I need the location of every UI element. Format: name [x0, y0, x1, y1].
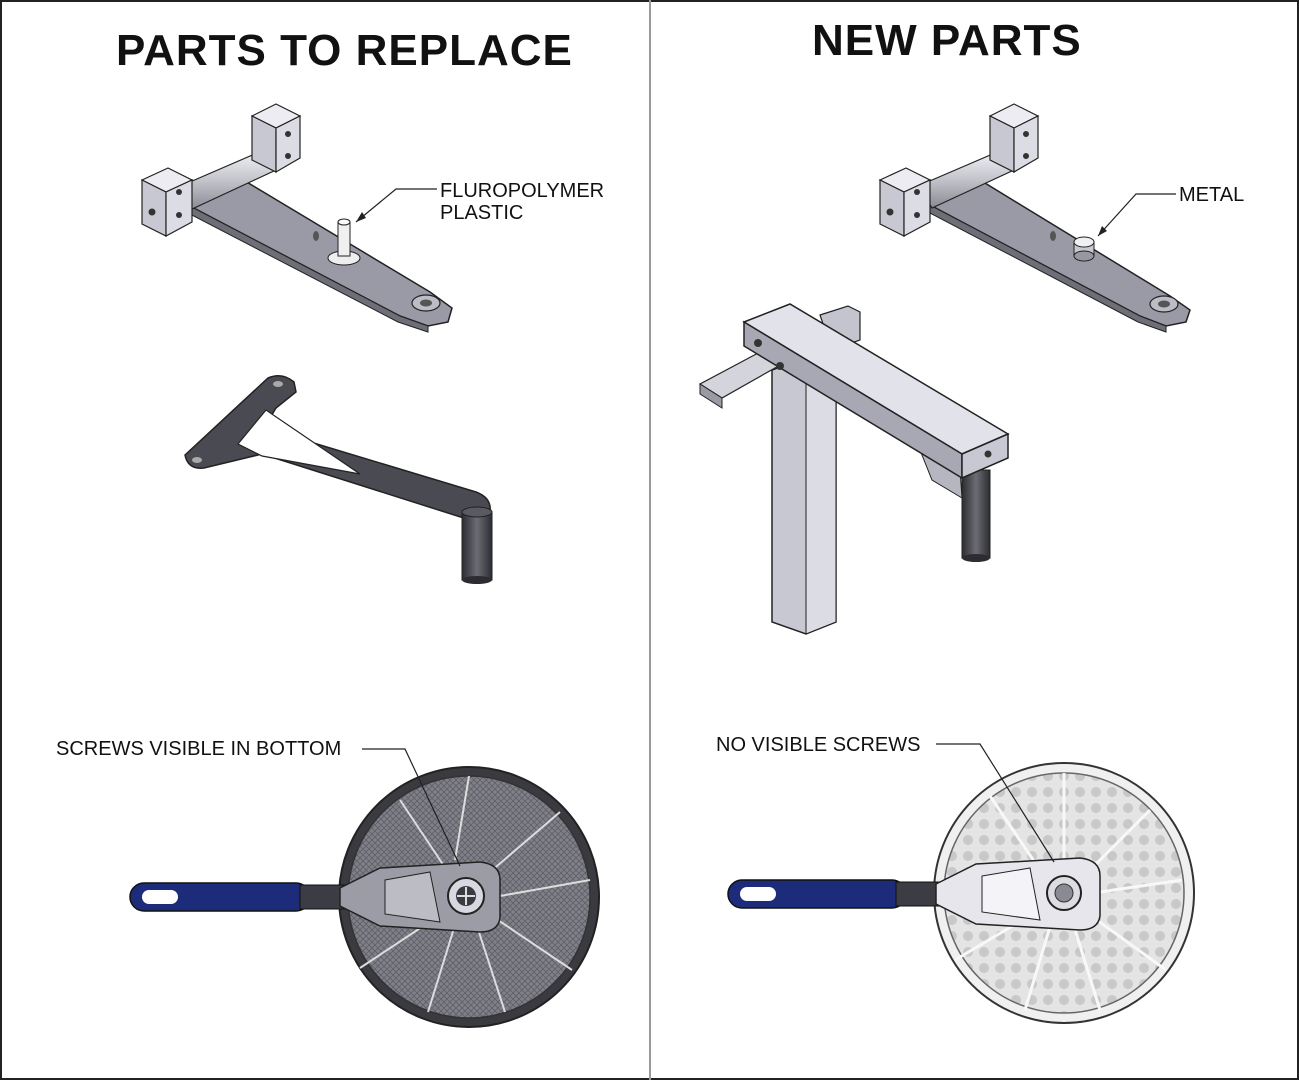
- callout-screws-visible: SCREWS VISIBLE IN BOTTOM: [56, 738, 342, 760]
- panel-divider: [649, 0, 651, 1080]
- new-arm-assembly: [878, 103, 1191, 333]
- new-bracket: [698, 303, 1010, 635]
- title-new-parts: NEW PARTS: [812, 16, 1082, 65]
- new-basket: [727, 762, 1195, 1024]
- no-screws-leader: [936, 743, 1055, 863]
- callout-no-visible-screws: NO VISIBLE SCREWS: [716, 734, 921, 756]
- old-basket: [129, 766, 600, 1028]
- metal-leader: [1097, 193, 1176, 237]
- callout-fluoropolymer: FLUROPOLYMER PLASTIC: [440, 180, 604, 224]
- old-bracket: [184, 375, 493, 584]
- callout-metal: METAL: [1179, 184, 1245, 206]
- callout-fluoropolymer-line2: PLASTIC: [440, 202, 524, 224]
- fluoropolymer-leader: [355, 188, 437, 223]
- old-arm-assembly: [140, 103, 453, 333]
- callout-fluoropolymer-line1: FLUROPOLYMER: [440, 180, 605, 202]
- screws-leader: [362, 748, 461, 867]
- title-parts-to-replace: PARTS TO REPLACE: [116, 26, 573, 75]
